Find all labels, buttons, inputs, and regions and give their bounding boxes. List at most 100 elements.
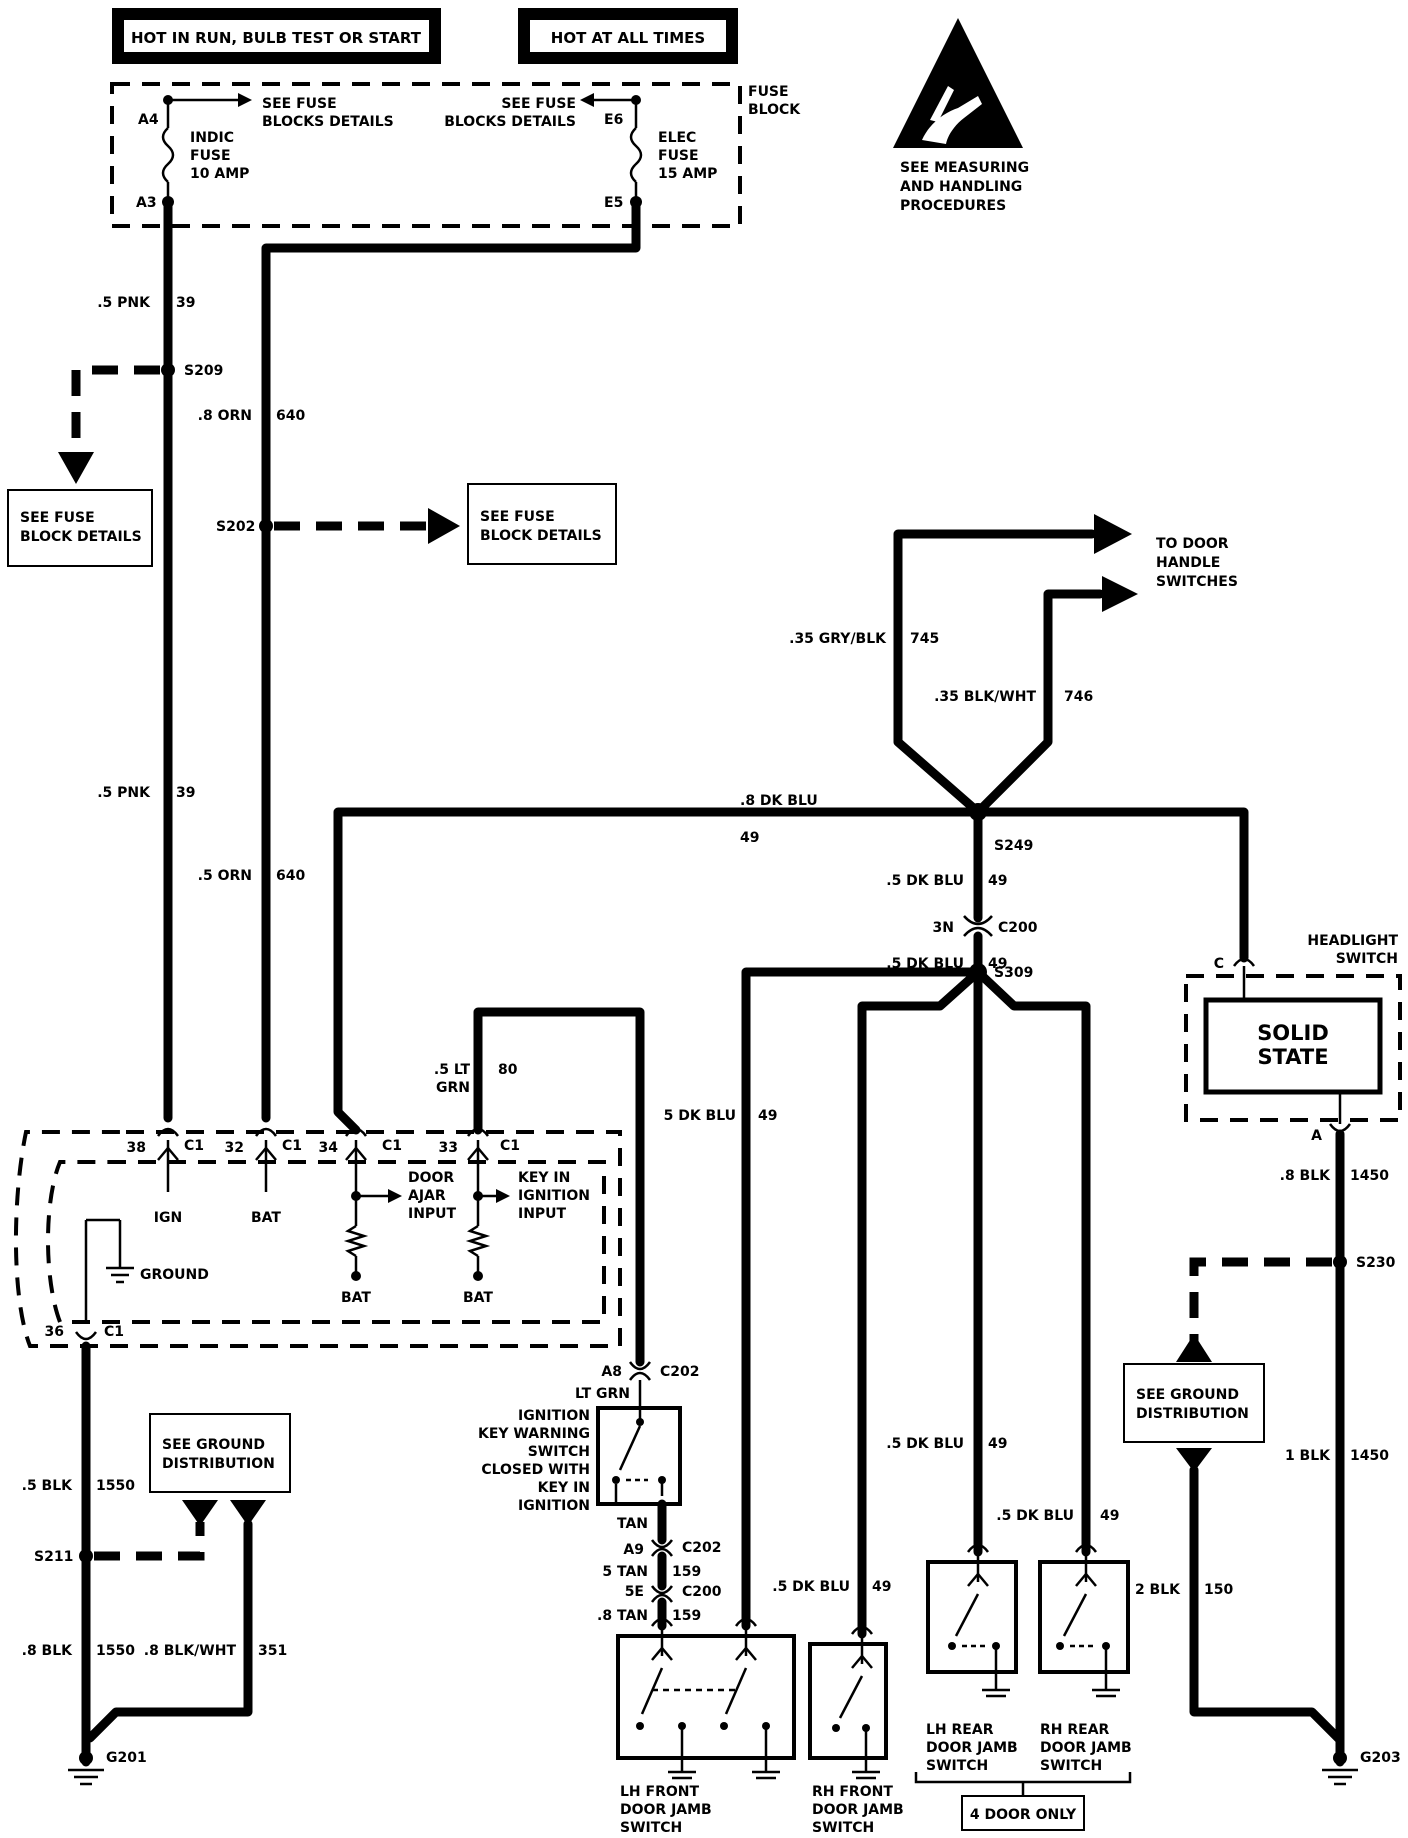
door-handle-3: SWITCHES	[1156, 574, 1238, 590]
see-ground-left-2: DISTRIBUTION	[162, 1456, 275, 1472]
arrow-s202-right	[428, 508, 460, 544]
label-lt-grn-1: .5 LT	[434, 1062, 471, 1078]
label-pnk-mid: .5 PNK	[97, 785, 151, 801]
label-blk1: 1 BLK	[1285, 1448, 1331, 1464]
rh-front-3: SWITCH	[812, 1820, 874, 1836]
rh-rear-3: SWITCH	[1040, 1758, 1102, 1774]
hot-in-run-label: HOT IN RUN, BULB TEST OR START	[131, 29, 422, 47]
lh-front-2: DOOR JAMB	[620, 1802, 712, 1818]
label-pin-c: C	[1214, 956, 1224, 972]
label-ign: IGN	[154, 1210, 182, 1226]
rh-rear-1: RH REAR	[1040, 1722, 1110, 1738]
label-dk-blu-e: .5 DK BLU	[886, 1436, 964, 1452]
label-dk-blu-f: .5 DK BLU	[996, 1508, 1074, 1524]
headlight-title-1: HEADLIGHT	[1307, 933, 1398, 949]
label-blk1-num: 1450	[1350, 1448, 1389, 1464]
connector-c1-36	[74, 1331, 98, 1341]
arrow-s230	[1176, 1334, 1212, 1362]
indic-fuse-2: FUSE	[190, 148, 231, 164]
label-gry-blk-num: 745	[910, 631, 939, 647]
label-lt-grn-2: GRN	[436, 1080, 470, 1096]
pin-38: 38	[127, 1140, 146, 1156]
label-tan8-num: 159	[672, 1608, 701, 1624]
label-orn5-num: 640	[276, 868, 305, 884]
label-c200: C200	[998, 920, 1038, 936]
module-outer-outline	[13, 1130, 622, 1348]
key-in-1: KEY IN	[518, 1170, 570, 1186]
esd-note-2: AND HANDLING	[900, 179, 1022, 195]
ground-g201-icon	[68, 1751, 104, 1786]
pin-36: 36	[45, 1324, 64, 1340]
indic-fuse	[161, 93, 252, 208]
lh-front-3: SWITCH	[620, 1820, 682, 1836]
arrow-s209-down	[58, 452, 94, 484]
lh-rear-1: LH REAR	[926, 1722, 994, 1738]
label-g201: G201	[106, 1750, 147, 1766]
door-ajar-2: AJAR	[408, 1188, 446, 1204]
label-orn8-num: 640	[276, 408, 305, 424]
esd-note-3: PROCEDURES	[900, 198, 1006, 214]
label-dk-blu-f-num: 49	[1100, 1508, 1119, 1524]
connector-c1-34	[344, 1127, 368, 1137]
pin-34: 34	[319, 1140, 339, 1156]
label-ground: GROUND	[140, 1267, 209, 1283]
label-s211: S211	[34, 1549, 73, 1565]
elec-fuse-2: FUSE	[658, 148, 699, 164]
indic-fuse-3: 10 AMP	[190, 166, 249, 182]
door-handle-1: TO DOOR	[1156, 536, 1229, 552]
label-a8: A8	[601, 1364, 622, 1380]
label-orn5: .5 ORN	[198, 868, 252, 884]
label-blk-wht: .35 BLK/WHT	[934, 689, 1036, 705]
pin-36-c1: C1	[104, 1324, 124, 1340]
lh-rear-door-jamb-switch	[926, 1543, 1018, 1698]
see-fuse-left-1: SEE FUSE	[262, 96, 337, 112]
key-switch-3: SWITCH	[528, 1444, 590, 1460]
lh-front-1: LH FRONT	[620, 1784, 699, 1800]
label-bat: BAT	[251, 1210, 281, 1226]
label-lt-grn-num: 80	[498, 1062, 518, 1078]
label-s202: S202	[216, 519, 255, 535]
see-fuse-box-left-2: BLOCK DETAILS	[20, 529, 142, 545]
lh-rear-2: DOOR JAMB	[926, 1740, 1018, 1756]
label-dk-blu-d: .5 DK BLU	[772, 1579, 850, 1595]
dashed-s211	[94, 1522, 205, 1561]
wire-dk-blu-rh-rear	[973, 967, 1091, 1557]
splice-s209	[161, 363, 175, 377]
label-dk-blu-a: .5 DK BLU	[886, 873, 964, 889]
module-ground-icon	[84, 1218, 134, 1322]
label-tan5-num: 159	[672, 1564, 701, 1580]
pin-38-c1: C1	[184, 1138, 204, 1154]
label-bat-3: BAT	[463, 1290, 493, 1306]
label-c200-b: C200	[682, 1584, 722, 1600]
label-blk8r-num: 1450	[1350, 1168, 1389, 1184]
label-s209: S209	[184, 363, 223, 379]
pin-e5: E5	[604, 195, 623, 211]
label-blk2: 2 BLK	[1135, 1582, 1181, 1598]
pin-32-c1: C1	[282, 1138, 302, 1154]
see-fuse-left-2: BLOCKS DETAILS	[262, 114, 394, 130]
label-dk-blu-c-num: 49	[758, 1108, 777, 1124]
arrow-ground-right	[1176, 1448, 1212, 1472]
hot-at-all-times-label: HOT AT ALL TIMES	[551, 29, 705, 47]
key-switch-6: IGNITION	[518, 1498, 590, 1514]
label-3n: 3N	[933, 920, 954, 936]
label-blk8: .8 BLK	[22, 1643, 74, 1659]
see-fuse-box-mid-1: SEE FUSE	[480, 509, 555, 525]
hot-in-run-box: HOT IN RUN, BULB TEST OR START	[112, 8, 441, 64]
four-door-label: 4 DOOR ONLY	[970, 1807, 1077, 1823]
elec-fuse-1: ELEC	[658, 130, 696, 146]
see-fuse-box-mid	[467, 483, 617, 565]
label-dk-blu-c: 5 DK BLU	[664, 1108, 736, 1124]
label-pnk-top-num: 39	[176, 295, 195, 311]
label-s230: S230	[1356, 1255, 1396, 1271]
wire-blk-wht-746	[973, 589, 1105, 817]
label-s249: S249	[994, 838, 1033, 854]
ground-g203-icon	[1322, 1751, 1358, 1786]
pin-34-c1: C1	[382, 1138, 402, 1154]
see-ground-box-right	[1123, 1363, 1265, 1443]
connector-headlight-c	[1232, 957, 1256, 967]
label-bat-2: BAT	[341, 1290, 371, 1306]
label-pnk-top: .5 PNK	[97, 295, 151, 311]
label-blk-wht8: .8 BLK/WHT	[144, 1643, 237, 1659]
